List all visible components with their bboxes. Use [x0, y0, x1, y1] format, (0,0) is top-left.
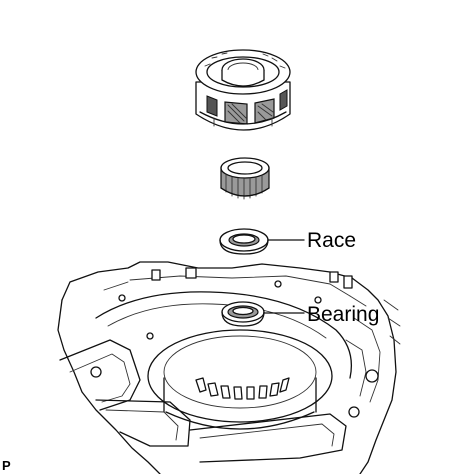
bearing-label: Bearing [307, 303, 379, 326]
clutch-teeth-band [195, 377, 290, 400]
needle-roller-bearing-drawing [220, 157, 270, 200]
planetary-carrier-drawing [195, 49, 291, 131]
race-label: Race [307, 229, 356, 252]
transmission-case-drawing [57, 261, 401, 474]
figure-code: P [2, 458, 11, 473]
race-washer-drawing [219, 228, 269, 255]
bearing-drawing [221, 301, 265, 327]
